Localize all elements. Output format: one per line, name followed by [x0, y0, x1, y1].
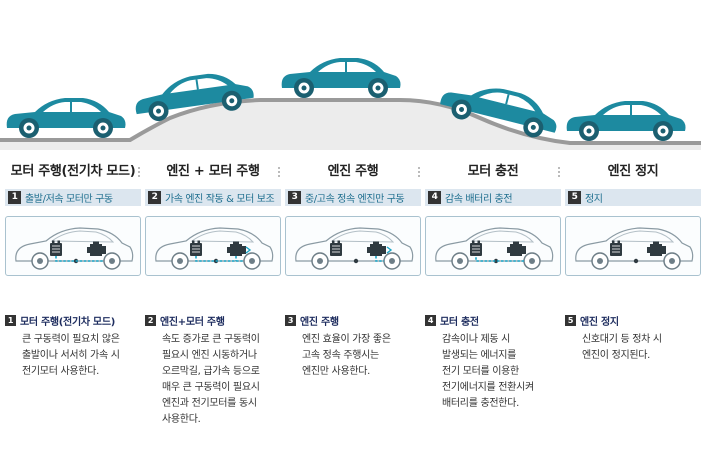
mode-number-badge: 1: [8, 191, 21, 204]
mode-number-badge: 2: [148, 191, 161, 204]
mode-subtitle: 가속 엔진 작동 & 모터 보조: [165, 194, 275, 205]
car-outline: [155, 227, 274, 262]
mode-description: 4 모터 충전 감속이나 제동 시 발생되는 에너지를 전기 모터를 이용한 전…: [425, 313, 561, 412]
description-header: 5 엔진 정지: [565, 313, 701, 328]
section-separator: [418, 167, 428, 177]
mode-title: 엔진 + 모터 주행: [166, 164, 260, 179]
engine-icon: [647, 241, 666, 256]
description-header: 3 엔진 주행: [285, 313, 421, 328]
engine-icon: [227, 241, 246, 256]
description-number-badge: 2: [145, 315, 156, 326]
car-engine-drive: [281, 58, 401, 98]
charge-flow-line: [475, 256, 524, 262]
mode-number-badge: 5: [568, 191, 581, 204]
car-engine-stop: [566, 101, 686, 141]
engine-icon: [87, 241, 106, 256]
mode-subtitle-bar: 4 감속 배터리 충전: [425, 189, 561, 206]
description-text: 속도 증가로 큰 구동력이 필요시 엔진 시동하거나 오르막길, 급가속 등으로…: [162, 334, 260, 425]
powertrain-diagram: [425, 216, 561, 276]
battery-icon: [470, 240, 482, 256]
mode-title: 모터 주행(전기차 모드): [10, 164, 136, 179]
description-title: 엔진 주행: [300, 317, 339, 328]
mode-subtitle-bar: 3 중/고속 정속 엔진만 구동: [285, 189, 421, 206]
description-text: 큰 구동력이 필요치 않은 출발이나 서서히 가속 시 전기모터 사용한다.: [22, 334, 120, 377]
battery-icon: [50, 240, 62, 256]
description-header: 1 모터 주행(전기차 모드): [5, 313, 141, 328]
engine-icon: [367, 241, 386, 256]
road-line: [0, 98, 701, 145]
car-engine-motor-drive: [135, 73, 254, 122]
car-motor-charge: [440, 88, 557, 138]
mode-number-badge: 4: [428, 191, 441, 204]
description-text: 신호대기 등 정차 시 엔진이 정지된다.: [582, 334, 662, 361]
section-separator: [278, 167, 288, 177]
power-flow-line: [55, 256, 104, 262]
description-header: 2 엔진+모터 주행: [145, 313, 281, 328]
description-header: 4 모터 충전: [425, 313, 561, 328]
road-shadow: [0, 100, 701, 150]
powertrain-diagram: [5, 216, 141, 276]
car-outline: [575, 227, 694, 262]
description-number-badge: 3: [285, 315, 296, 326]
mode-subtitle: 감속 배터리 충전: [445, 194, 513, 205]
mode-number-badge: 3: [288, 191, 301, 204]
road-profile-illustration: [0, 58, 701, 150]
motor-node: [493, 258, 499, 264]
powertrain-diagram: [285, 216, 421, 276]
mode-title: 엔진 정지: [607, 164, 659, 179]
mode-column: 모터 주행(전기차 모드) 1 출발/저속 모터만 구동 1 모터 주행(전기차…: [5, 160, 141, 380]
motor-node: [633, 258, 639, 264]
battery-icon: [330, 240, 342, 256]
battery-icon: [190, 240, 202, 256]
description-title: 엔진 정지: [580, 317, 619, 328]
mode-description: 3 엔진 주행 엔진 효율이 가장 좋은 고속 정속 주행시는 엔진만 사용한다…: [285, 313, 421, 380]
description-text: 감속이나 제동 시 발생되는 에너지를 전기 모터를 이용한 전기에너지를 전환…: [442, 334, 534, 409]
car-motor-drive: [6, 98, 126, 138]
mode-title: 엔진 주행: [327, 164, 379, 179]
mode-subtitle: 출발/저속 모터만 구동: [25, 194, 113, 205]
mode-column: 엔진 주행 3 중/고속 정속 엔진만 구동 3 엔진 주행 엔진 효율이 가장…: [285, 160, 421, 380]
section-separator: [138, 167, 148, 177]
mode-subtitle-bar: 1 출발/저속 모터만 구동: [5, 189, 141, 206]
description-number-badge: 1: [5, 315, 16, 326]
mode-description: 5 엔진 정지 신호대기 등 정차 시 엔진이 정지된다.: [565, 313, 701, 364]
mode-subtitle: 정지: [585, 194, 603, 205]
mode-subtitle-bar: 2 가속 엔진 작동 & 모터 보조: [145, 189, 281, 206]
description-number-badge: 5: [565, 315, 576, 326]
description-title: 모터 충전: [440, 317, 479, 328]
section-separator: [558, 167, 568, 177]
mode-subtitle-bar: 5 정지: [565, 189, 701, 206]
mode-description: 2 엔진+모터 주행 속도 증가로 큰 구동력이 필요시 엔진 시동하거나 오르…: [145, 313, 281, 428]
mode-description: 1 모터 주행(전기차 모드) 큰 구동력이 필요치 않은 출발이나 서서히 가…: [5, 313, 141, 380]
car-outline: [435, 227, 554, 262]
mode-title: 모터 충전: [467, 164, 519, 179]
description-number-badge: 4: [425, 315, 436, 326]
mode-subtitle: 중/고속 정속 엔진만 구동: [305, 194, 405, 205]
description-title: 모터 주행(전기차 모드): [20, 317, 116, 328]
powertrain-diagram: [565, 216, 701, 276]
mode-column: 엔진 + 모터 주행 2 가속 엔진 작동 & 모터 보조 2 엔진+모터 주행…: [145, 160, 281, 428]
description-text: 엔진 효율이 가장 좋은 고속 정속 주행시는 엔진만 사용한다.: [302, 334, 391, 377]
engine-icon: [507, 241, 526, 256]
description-title: 엔진+모터 주행: [160, 317, 225, 328]
mode-column: 모터 충전 4 감속 배터리 충전 4 모터 충전 감속이나 제동 시 발생되는…: [425, 160, 561, 412]
engine-flow-line: [375, 256, 384, 262]
powertrain-diagram: [145, 216, 281, 276]
car-outline: [295, 227, 414, 262]
battery-icon: [610, 240, 622, 256]
power-flow-line: [195, 256, 244, 262]
mode-column: 엔진 정지 5 정지 5 엔진 정지 신호대기 등 정차 시 엔진이 정지된다.: [565, 160, 701, 364]
car-outline: [15, 227, 134, 262]
motor-node: [353, 258, 359, 264]
